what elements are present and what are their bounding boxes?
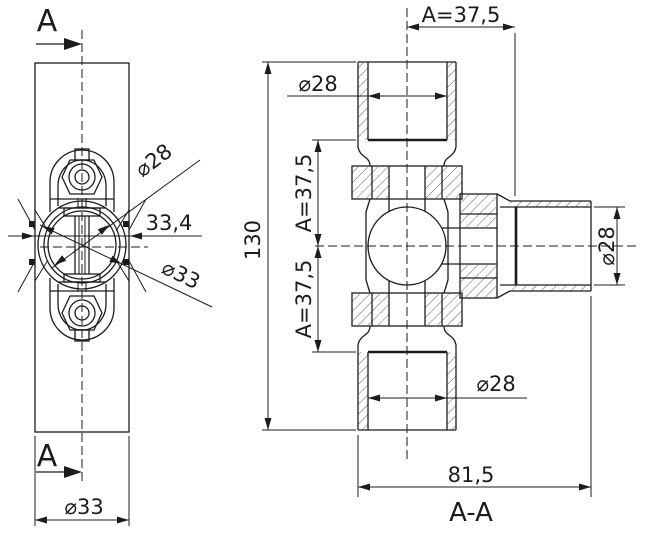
section-label-bottom: A bbox=[37, 439, 58, 474]
section-arrow-icon bbox=[64, 466, 82, 478]
dim-inner-diameter-label: ⌀28 bbox=[131, 139, 177, 182]
section-mark-bottom: A bbox=[36, 439, 82, 478]
dim-bore-right-label: ⌀28 bbox=[595, 226, 619, 265]
dim-width-33-4: 33,4 bbox=[8, 211, 202, 240]
dim-bore-top-label: ⌀28 bbox=[298, 72, 337, 96]
bottom-bolt-boss bbox=[49, 278, 115, 342]
dim-body-diameter-label: ⌀33 bbox=[64, 495, 103, 519]
dim-overall-height-label: 130 bbox=[241, 220, 265, 260]
dim-insertion-lower: A=37,5 bbox=[292, 246, 356, 353]
view-label: A-A bbox=[449, 498, 493, 528]
bottom-union-nut bbox=[351, 279, 463, 327]
dim-outer-diameter-33: ⌀33 bbox=[39, 224, 213, 308]
dim-width-label: 33,4 bbox=[146, 211, 193, 235]
dim-bore-right: ⌀28 bbox=[594, 206, 625, 286]
dim-insertion-lower-label: A=37,5 bbox=[292, 260, 316, 339]
dim-overall-height: 130 bbox=[241, 61, 356, 431]
section-label-top: A bbox=[37, 4, 58, 39]
dim-insertion-top: A=37,5 bbox=[407, 3, 516, 196]
dim-bore-bottom: ⌀28 bbox=[368, 372, 527, 402]
top-union-nut bbox=[351, 165, 463, 213]
dim-bore-top: ⌀28 bbox=[287, 72, 447, 100]
left-view: A A 33,4 ⌀28 ⌀33 bbox=[8, 4, 213, 526]
section-arrow-icon bbox=[64, 38, 82, 50]
edge-break-marks bbox=[17, 198, 147, 293]
right-socket bbox=[496, 193, 592, 299]
dim-body-diameter-33: ⌀33 bbox=[34, 436, 130, 526]
dim-bore-bottom-label: ⌀28 bbox=[476, 372, 515, 396]
center-circles bbox=[37, 198, 127, 292]
section-view: A=37,5 ⌀28 130 A=37,5 bbox=[241, 3, 640, 528]
dim-outer-diameter-label: ⌀33 bbox=[158, 255, 204, 294]
dim-overall-length: 81,5 bbox=[357, 296, 592, 497]
dim-insertion-upper: A=37,5 bbox=[292, 139, 356, 246]
dim-insertion-top-label: A=37,5 bbox=[422, 3, 501, 27]
top-bolt-boss bbox=[49, 148, 115, 212]
section-mark-top: A bbox=[36, 4, 82, 50]
right-union-nut bbox=[459, 193, 498, 299]
dim-overall-length-label: 81,5 bbox=[448, 463, 495, 487]
dim-insertion-upper-label: A=37,5 bbox=[292, 154, 316, 233]
